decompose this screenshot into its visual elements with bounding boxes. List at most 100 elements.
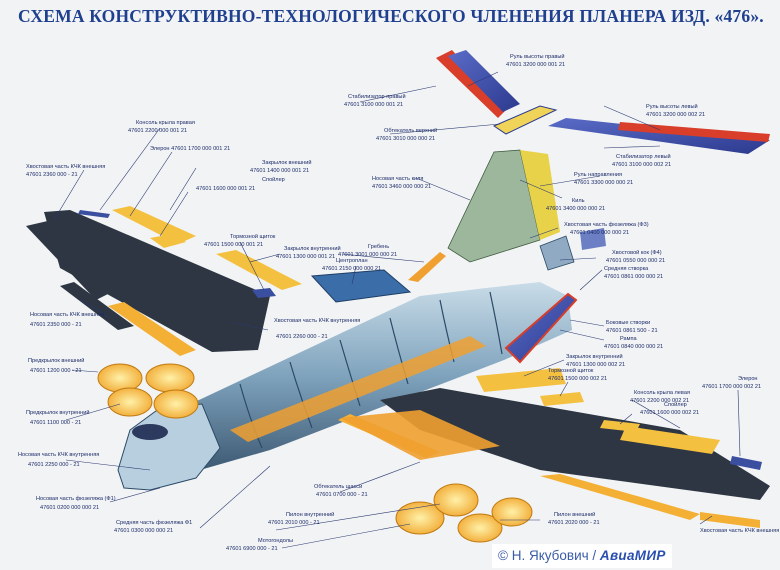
- svg-text:47601 1300 000 001 21: 47601 1300 000 001 21: [276, 254, 335, 260]
- svg-text:47601 2200 000 002 21: 47601 2200 000 002 21: [630, 398, 689, 404]
- fuselage-cargo-floor: [230, 336, 486, 442]
- right-wing-console: [44, 210, 270, 352]
- label-srednyaya-fuz: Средняя часть фюзеляжа Ф1: [116, 520, 192, 526]
- landing-gear-fairing: [340, 410, 500, 460]
- svg-text:47601 3010 000 000 21: 47601 3010 000 000 21: [376, 136, 435, 142]
- right-stabilizer: [448, 50, 520, 112]
- svg-text:47601 2360 000 - 21: 47601 2360 000 - 21: [26, 172, 78, 178]
- svg-text:47601 1300 000 002 21: 47601 1300 000 002 21: [566, 362, 625, 368]
- rear-cargo-door: [504, 292, 578, 364]
- svg-text:47601 3300 000 000 21: 47601 3300 000 000 21: [574, 180, 633, 186]
- right-wing-tip-outer: [26, 220, 108, 300]
- svg-text:47601 0861 500 - 21: 47601 0861 500 - 21: [606, 328, 658, 334]
- tail-cone: [539, 235, 575, 271]
- svg-text:47601 1600 000 002 21: 47601 1600 000 002 21: [640, 410, 699, 416]
- left-outer-flap: [620, 426, 720, 454]
- engines-right: [97, 363, 199, 419]
- label-nosovaya-chast-kilya: Носовая часть киля: [372, 176, 423, 182]
- engines-left: [395, 483, 533, 543]
- copyright-text: © Н. Якубович /: [498, 548, 597, 563]
- right-elevator: [436, 50, 506, 118]
- fin-leading-edge: [408, 252, 446, 282]
- left-slat-outer: [540, 474, 700, 520]
- label-pilon-vneshnii: Пилон внешний: [554, 511, 595, 518]
- svg-text:47601 0200 000 000 21: 47601 0200 000 000 21: [40, 505, 99, 511]
- label-nosovaya-kchk-vnutrennyaya: Носовая часть КЧК внутренняя: [18, 452, 99, 458]
- label-eleron-pravyi: Элерон 47601 1700 000 001 21: [150, 146, 230, 152]
- label-zakrylok-vneshnii: Закрылок внешний: [262, 159, 312, 166]
- svg-text:47601 1500 000 001 21: 47601 1500 000 001 21: [204, 242, 263, 248]
- left-inner-flap: [476, 368, 566, 392]
- cockpit-glazing: [132, 424, 168, 440]
- label-hvost-fuz: Хвостовая часть фюзеляжа (Ф3): [564, 222, 649, 228]
- left-spoiler: [600, 420, 640, 432]
- right-spoiler: [150, 234, 186, 248]
- label-hvost-kchk-vneshnyaya-2: Хвостовая часть КЧК внешняя: [700, 528, 779, 534]
- label-nosovaya-fuz: Носовая часть фюзеляжа (Ф1): [36, 496, 116, 502]
- svg-text:47601 1600 000 001 21: 47601 1600 000 001 21: [196, 186, 255, 192]
- label-rul-vysoty-levyi: Руль высоты левый: [646, 103, 698, 110]
- left-stabilizer: [548, 118, 770, 154]
- label-centroplan: Центроплан: [336, 258, 368, 264]
- label-bokovye-stvorki: Боковые створки: [606, 320, 650, 326]
- svg-text:47601 0550 000 000 21: 47601 0550 000 000 21: [606, 258, 665, 264]
- leader-lines: [53, 71, 741, 549]
- label-hvost-kok: Хвостовой кок (Ф4): [612, 249, 662, 256]
- label-hvost-kchk-vneshnyaya: Хвостовая часть КЧК внешняя: [26, 164, 105, 170]
- label-obtekatel-verhnii: Обтекатель верхний: [384, 127, 437, 134]
- svg-text:47601 3460 000 000 21: 47601 3460 000 000 21: [372, 184, 431, 190]
- right-inner-flap: [216, 250, 302, 290]
- label-spoiler-levyi: Спойлер: [664, 401, 687, 408]
- svg-text:47601 2020 000 - 21: 47601 2020 000 - 21: [548, 520, 600, 526]
- svg-text:47601 0400 000 000 21: 47601 0400 000 000 21: [570, 230, 629, 236]
- svg-text:47601 2260 000 - 21: 47601 2260 000 - 21: [276, 334, 328, 340]
- label-kil: Киль: [572, 198, 585, 204]
- label-tormoznoi-shitok-2: Тормозной щиток: [548, 367, 594, 374]
- svg-text:47601 1400 000 001 21: 47601 1400 000 001 21: [250, 168, 309, 174]
- svg-text:47601 3200 000 002 21: 47601 3200 000 002 21: [646, 112, 705, 118]
- svg-text:47601 1700 000 002 21: 47601 1700 000 002 21: [702, 384, 761, 390]
- right-brake-flap: [252, 288, 276, 298]
- label-rul-napravleniya: Руль направления: [574, 172, 622, 178]
- right-aileron-strip: [78, 210, 110, 218]
- left-elevator: [618, 122, 770, 142]
- right-outer-slat: [108, 302, 196, 356]
- diagram-title: СХЕМА КОНСТРУКТИВНО-ТЕХНОЛОГИЧЕСКОГО ЧЛЕ…: [18, 6, 764, 26]
- aviamir-logo: АвиаМИР: [599, 548, 666, 563]
- label-spoiler-pravyi: Спойлер: [262, 176, 285, 183]
- label-pilon-vnutrennii: Пилон внутренний: [286, 511, 334, 518]
- svg-text:47601 2010 000 - 21: 47601 2010 000 - 21: [268, 520, 320, 526]
- label-motogondoly: Мотогондолы: [258, 538, 293, 544]
- left-wing-tip: [700, 512, 760, 528]
- left-brake-flap: [540, 392, 584, 406]
- label-zakrylok-vnutrennii: Закрылок внутренний: [284, 245, 341, 252]
- svg-text:47601 3001 000 000 21: 47601 3001 000 000 21: [338, 252, 397, 258]
- svg-text:47601 1500 000 002 21: 47601 1500 000 002 21: [548, 376, 607, 382]
- svg-text:47601 3200 000 001 21: 47601 3200 000 001 21: [506, 62, 565, 68]
- photo-credit: © Н. Якубович / АвиаМИР: [492, 544, 672, 568]
- svg-text:47601 3100 000 001 21: 47601 3100 000 001 21: [344, 102, 403, 108]
- svg-text:47601 6900 000 - 21: 47601 6900 000 - 21: [226, 546, 278, 552]
- svg-text:47601 3400 000 000 21: 47601 3400 000 000 21: [546, 206, 605, 212]
- label-eleron-levyi: Элерон: [738, 376, 758, 382]
- part-labels: Руль высоты правый 47601 3200 000 001 21…: [18, 53, 779, 552]
- center-wing-section: [310, 269, 412, 303]
- svg-text:47601 2250 000 - 21: 47601 2250 000 - 21: [28, 462, 80, 468]
- upper-fairing: [492, 105, 558, 135]
- label-konsol-pravaya: Консоль крыла правая: [136, 120, 195, 126]
- label-rul-vysoty-pravyi: Руль высоты правый: [510, 53, 564, 60]
- left-aileron: [730, 456, 762, 470]
- side-doors: [580, 228, 606, 250]
- svg-text:47601 0300 000 000 21: 47601 0300 000 000 21: [114, 528, 173, 534]
- label-obtekatel-shassi: Обтекатель шасси: [314, 484, 362, 490]
- label-konsol-levaya: Консоль крыла левая: [634, 390, 690, 396]
- rudder: [520, 150, 560, 240]
- label-predkrylok-vnutrennii: Предкрылок внутренний: [26, 409, 89, 416]
- label-stabilizator-levyi: Стабилизатор левый: [616, 153, 671, 160]
- svg-text:47601 2150 000 000 21: 47601 2150 000 000 21: [322, 266, 381, 272]
- svg-text:47601 2350 000 - 21: 47601 2350 000 - 21: [30, 322, 82, 328]
- label-nosovaya-kchk-vneshnyaya: Носовая часть КЧК внешняя: [30, 312, 104, 318]
- svg-text:47601 2200 000 001 21: 47601 2200 000 001 21: [128, 128, 187, 134]
- label-rampa: Рампа: [620, 336, 638, 342]
